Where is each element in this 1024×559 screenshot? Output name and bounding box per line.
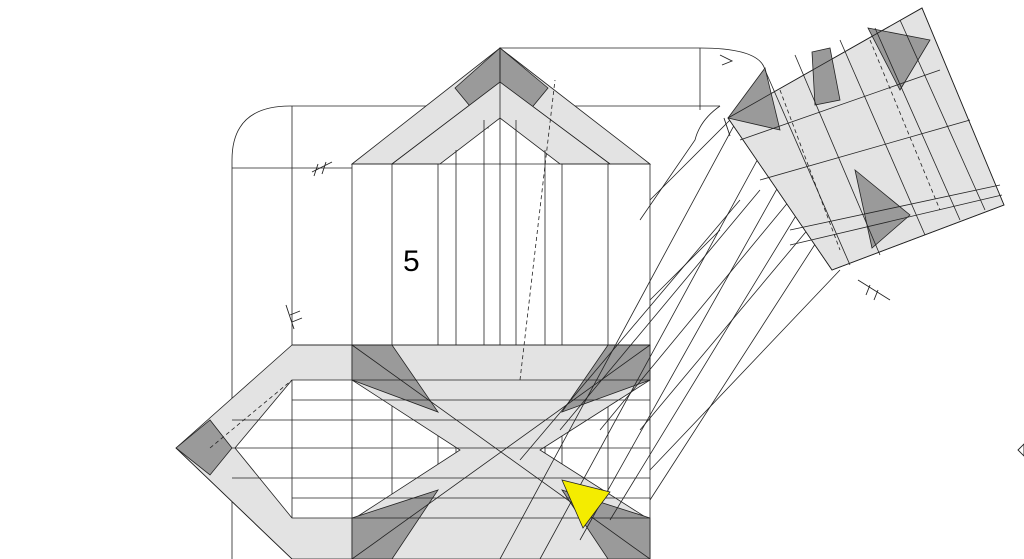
rotated-panel [727, 7, 1005, 271]
lower-x-region [175, 344, 651, 559]
step-number: 5 [403, 245, 420, 278]
highlight-flap [561, 479, 611, 529]
crease-marks [285, 54, 1024, 457]
roof-shape [350, 47, 652, 165]
